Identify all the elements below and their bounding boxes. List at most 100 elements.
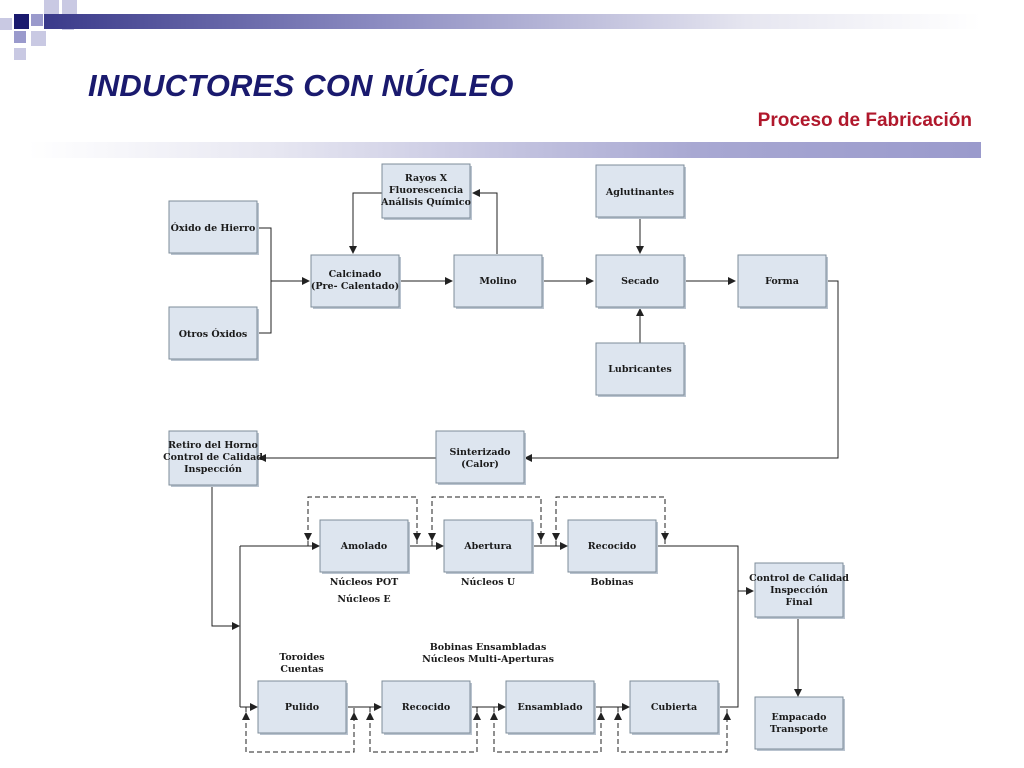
box-molino: Molino [453, 254, 544, 309]
box-forma: Forma [737, 254, 828, 309]
svg-text:Control de Calidad: Control de Calidad [163, 452, 263, 463]
svg-text:Amolado: Amolado [340, 541, 388, 552]
box-label: Amolado [340, 541, 388, 552]
svg-text:Rayos X: Rayos X [405, 173, 448, 184]
box-label: (Calor) [461, 459, 499, 470]
slide-title: INDUCTORES CON NÚCLEO [88, 68, 514, 103]
box-recocido-top: Recocido [567, 519, 658, 574]
box-label: Pulido [285, 702, 319, 713]
box-label: Rayos X [405, 173, 448, 184]
label-nucleos-pot: Núcleos POT [330, 577, 399, 588]
svg-text:Óxido de Hierro: Óxido de Hierro [171, 222, 256, 234]
box-label: Otros Óxidos [179, 328, 248, 340]
box-label: (Pre- Calentado) [311, 281, 399, 292]
slide-subtitle: Proceso de Fabricación [757, 110, 972, 131]
box-label: Empacado [771, 712, 826, 723]
box-ensamblado: Ensamblado [505, 680, 596, 735]
box-label: Retiro del Horno [168, 440, 258, 451]
corner-square [14, 14, 29, 29]
header-gradient-bar [44, 14, 981, 29]
corner-square [14, 31, 26, 43]
box-label: Transporte [770, 724, 828, 735]
box-label: Recocido [402, 702, 450, 713]
svg-text:Fluorescencia: Fluorescencia [389, 185, 463, 196]
box-label: Control de Calidad [749, 573, 849, 584]
box-otros-oxidos: Otros Óxidos [168, 306, 259, 361]
svg-text:Inspección: Inspección [770, 585, 828, 596]
box-pulido: Pulido [257, 680, 348, 735]
label-nucleos-u: Núcleos U [461, 577, 516, 588]
label-cuentas: Cuentas [280, 664, 323, 675]
svg-text:Inspección: Inspección [184, 464, 242, 475]
box-label: Sinterizado [450, 447, 511, 458]
box-abertura: Abertura [443, 519, 534, 574]
svg-text:Cubierta: Cubierta [651, 702, 697, 713]
box-label: Ensamblado [517, 702, 582, 713]
svg-text:(Pre- Calentado): (Pre- Calentado) [311, 281, 399, 292]
corner-square [0, 18, 12, 30]
box-amolado: Amolado [319, 519, 410, 574]
box-label: Fluorescencia [389, 185, 463, 196]
svg-text:Recocido: Recocido [402, 702, 450, 713]
box-label: Inspección [184, 464, 242, 475]
box-aglutinantes: Aglutinantes [595, 164, 686, 219]
box-rayos-x: Rayos X Fluorescencia Análisis Químico [380, 163, 472, 220]
connectors [211, 189, 839, 711]
box-label: Forma [765, 276, 799, 287]
box-sinterizado: Sinterizado (Calor) [435, 430, 526, 485]
svg-text:Lubricantes: Lubricantes [608, 364, 671, 375]
box-label: Inspección [770, 585, 828, 596]
box-label: Aglutinantes [605, 187, 674, 198]
svg-text:Ensamblado: Ensamblado [517, 702, 582, 713]
label-bobinas-ensambladas: Bobinas Ensambladas [430, 642, 547, 653]
svg-text:Empacado: Empacado [771, 712, 826, 723]
box-label: Molino [479, 276, 516, 287]
corner-square [62, 0, 77, 15]
box-oxido-hierro: Óxido de Hierro [168, 200, 259, 255]
box-retiro-horno: Retiro del Horno Control de Calidad Insp… [163, 430, 263, 487]
box-lubricantes: Lubricantes [595, 342, 686, 397]
corner-square [31, 14, 43, 26]
box-label: Control de Calidad [163, 452, 263, 463]
svg-text:Retiro del Horno: Retiro del Horno [168, 440, 258, 451]
box-secado: Secado [595, 254, 686, 309]
corner-square [31, 31, 46, 46]
svg-text:Control de Calidad: Control de Calidad [749, 573, 849, 584]
box-label: Lubricantes [608, 364, 671, 375]
box-label: Secado [621, 276, 659, 287]
svg-text:Final: Final [785, 597, 812, 608]
annotations: Núcleos POT Núcleos E Núcleos U Bobinas … [279, 577, 633, 675]
svg-text:Molino: Molino [479, 276, 516, 287]
box-label: Recocido [588, 541, 636, 552]
box-label: Calcinado [329, 269, 382, 280]
bypass-loops [242, 496, 731, 753]
label-nucleos-e: Núcleos E [337, 594, 390, 605]
svg-text:(Calor): (Calor) [461, 459, 499, 470]
svg-text:Forma: Forma [765, 276, 799, 287]
svg-text:Otros Óxidos: Otros Óxidos [179, 328, 248, 340]
box-label: Cubierta [651, 702, 697, 713]
svg-text:Transporte: Transporte [770, 724, 828, 735]
label-toroides: Toroides [279, 652, 324, 663]
title-divider-bar [28, 142, 981, 158]
svg-text:Sinterizado: Sinterizado [450, 447, 511, 458]
box-empacado: Empacado Transporte [754, 696, 845, 751]
svg-text:Aglutinantes: Aglutinantes [605, 187, 674, 198]
svg-text:Análisis Químico: Análisis Químico [380, 197, 471, 208]
box-label: Abertura [463, 541, 512, 552]
corner-square [14, 48, 26, 60]
svg-text:Calcinado: Calcinado [329, 269, 382, 280]
label-bobinas: Bobinas [590, 577, 633, 588]
box-calcinado: Calcinado (Pre- Calentado) [310, 254, 401, 309]
box-label: Análisis Químico [380, 197, 471, 208]
box-control-final: Control de Calidad Inspección Final [749, 562, 849, 619]
svg-text:Pulido: Pulido [285, 702, 319, 713]
box-label: Final [785, 597, 812, 608]
svg-text:Secado: Secado [621, 276, 659, 287]
label-nucleos-multi: Núcleos Multi-Aperturas [422, 654, 554, 665]
corner-square [44, 0, 59, 15]
box-recocido-bottom: Recocido [381, 680, 472, 735]
box-cubierta: Cubierta [629, 680, 720, 735]
svg-text:Abertura: Abertura [463, 541, 512, 552]
